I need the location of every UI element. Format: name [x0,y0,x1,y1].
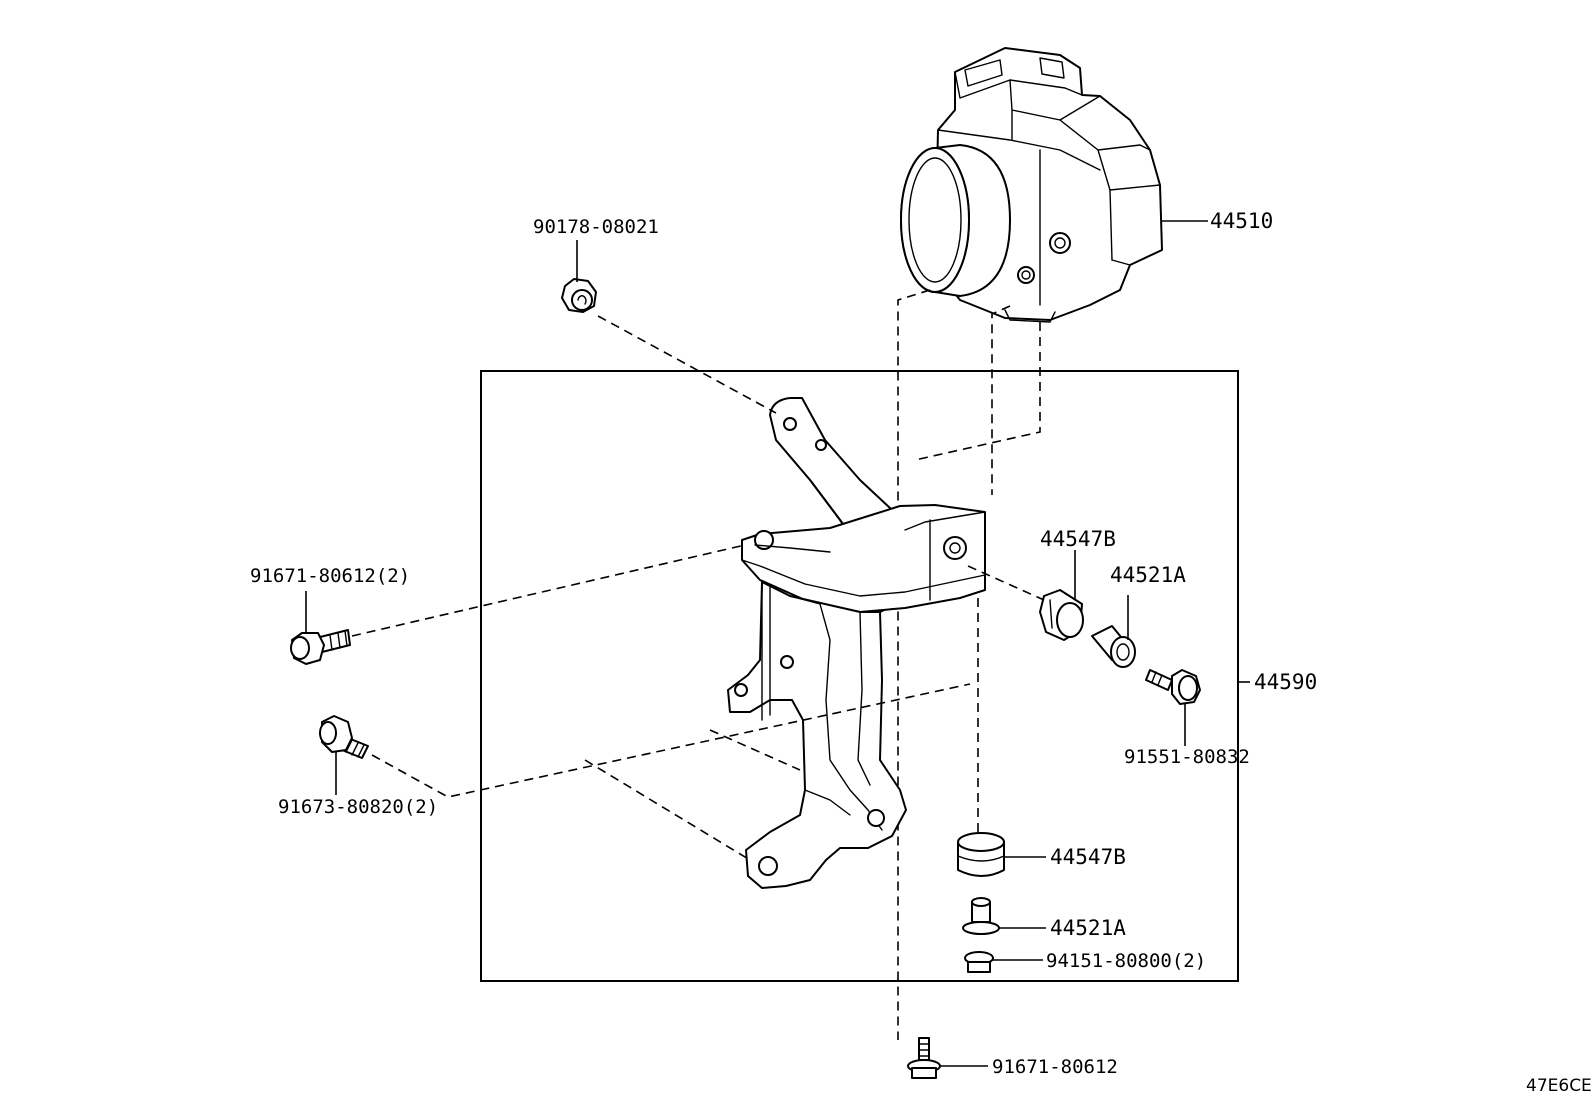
label-bracket-assembly: 44590 [1254,670,1317,694]
collar-side-drawing [1091,625,1136,668]
cushion-side-drawing [1039,589,1084,641]
label-collar-bottom: 44521A [1050,916,1126,940]
label-cushion-bottom: 44547B [1050,845,1126,869]
nut-top-drawing [561,278,597,313]
collar-bottom-drawing [962,897,1000,935]
bolt-left-upper-drawing [290,629,351,665]
bracket-drawing [727,397,986,889]
bolt-side-drawing [1145,669,1201,705]
illustration-code: 47E6CE [1526,1076,1592,1096]
label-actuator: 44510 [1210,209,1273,233]
bracket-assembly-frame [480,370,1239,982]
bolt-bottom-drawing [907,1037,941,1079]
label-cushion-side: 44547B [1040,527,1116,551]
label-bolt-side: 91551-80832 [1124,746,1250,768]
abs-actuator-drawing [900,47,1163,323]
label-nut-top: 90178-08021 [533,216,659,238]
label-nut-bottom: 94151-80800(2) [1046,950,1206,972]
label-collar-side: 44521A [1110,563,1186,587]
label-bolt-left-lower: 91673-80820(2) [278,796,438,818]
cushion-bottom-drawing [957,832,1005,877]
nut-bottom-drawing [964,951,994,973]
bolt-left-lower-drawing [319,715,369,759]
label-bolt-left-upper: 91671-80612(2) [250,565,410,587]
label-bolt-bottom: 91671-80612 [992,1056,1118,1078]
